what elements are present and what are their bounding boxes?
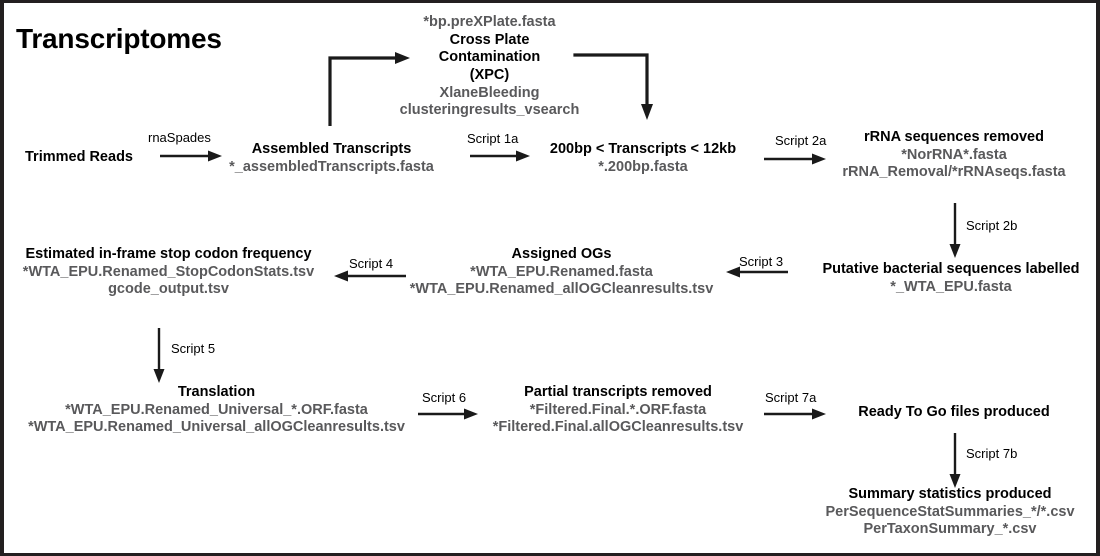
arrow-assembled-to-size-filter bbox=[470, 149, 530, 163]
arrow-partial-to-readytogo bbox=[764, 407, 826, 421]
node-file-2: *WTA_EPU.Renamed_allOGCleanresults.tsv bbox=[409, 281, 714, 298]
node-file-2: rRNA_Removal/*rRNAseqs.fasta bbox=[842, 164, 1066, 181]
arrow-xpc-to-size-filter bbox=[572, 48, 658, 120]
node-title: rRNA sequences removed bbox=[864, 129, 1044, 145]
node-partial-removed: Partial transcripts removed *Filtered.Fi… bbox=[469, 384, 767, 437]
node-title: Partial transcripts removed bbox=[524, 384, 712, 400]
node-file-above: *bp.preXPlate.fasta bbox=[423, 14, 556, 30]
arrow-label-script-3: Script 3 bbox=[739, 254, 784, 269]
node-file-1: PerSequenceStatSummaries_*/*.csv bbox=[825, 503, 1075, 520]
node-title: 200bp < Transcripts < 12kb bbox=[549, 141, 737, 157]
diagram-frame: Transcriptomes Trimmed Reads rnaSpades A… bbox=[4, 3, 1096, 553]
node-title-line-1: Cross Plate bbox=[449, 31, 530, 48]
node-title: Putative bacterial sequences labelled bbox=[822, 261, 1080, 277]
node-file-2: gcode_output.tsv bbox=[108, 281, 229, 298]
node-file-1: *WTA_EPU.Renamed_StopCodonStats.tsv bbox=[22, 263, 315, 280]
node-title: Estimated in-frame stop codon frequency bbox=[25, 246, 312, 262]
arrow-trimmed-to-assembled bbox=[160, 149, 222, 163]
arrow-bacterial-to-ogs bbox=[726, 265, 788, 279]
node-summary-statistics: Summary statistics produced PerSequenceS… bbox=[814, 486, 1086, 539]
arrow-readytogo-to-summary bbox=[948, 433, 962, 488]
arrow-assembled-to-xpc bbox=[324, 51, 410, 126]
node-title: Assembled Transcripts bbox=[251, 141, 412, 157]
node-cross-plate-contamination: *bp.preXPlate.fasta Cross Plate Contamin… bbox=[392, 14, 587, 120]
arrow-label-script-5: Script 5 bbox=[171, 341, 216, 356]
node-file-2: *WTA_EPU.Renamed_Universal_allOGCleanres… bbox=[28, 419, 405, 436]
node-file: *_assembledTranscripts.fasta bbox=[229, 158, 434, 175]
node-translation: Translation *WTA_EPU.Renamed_Universal_*… bbox=[4, 384, 429, 437]
node-assembled-transcripts: Assembled Transcripts *_assembledTranscr… bbox=[209, 141, 454, 176]
node-assigned-ogs: Assigned OGs *WTA_EPU.Renamed.fasta *WTA… bbox=[399, 246, 724, 299]
page-title: Transcriptomes bbox=[16, 23, 222, 54]
arrow-ogs-to-stopcodon bbox=[334, 269, 406, 283]
node-file-2: clusteringresults_vsearch bbox=[399, 102, 580, 119]
node-file-1: *NorRNA*.fasta bbox=[901, 146, 1007, 163]
arrow-size-filter-to-rrna bbox=[764, 152, 826, 166]
node-file: *.200bp.fasta bbox=[598, 158, 688, 175]
node-size-filtered-transcripts: 200bp < Transcripts < 12kb *.200bp.fasta bbox=[528, 141, 758, 176]
node-trimmed-reads: Trimmed Reads bbox=[4, 149, 154, 167]
node-file-1: XlaneBleeding bbox=[439, 84, 540, 101]
arrow-label-rnaspades: rnaSpades bbox=[148, 130, 211, 145]
arrow-translation-to-partial bbox=[418, 407, 478, 421]
node-file-1: *WTA_EPU.Renamed_Universal_*.ORF.fasta bbox=[65, 401, 368, 418]
node-file: *_WTA_EPU.fasta bbox=[890, 278, 1012, 295]
node-title: Trimmed Reads bbox=[25, 149, 133, 165]
node-file-1: *Filtered.Final.*.ORF.fasta bbox=[529, 401, 707, 418]
arrow-label-script-6: Script 6 bbox=[422, 390, 467, 405]
node-ready-to-go: Ready To Go files produced bbox=[829, 404, 1079, 422]
node-stop-codon-frequency: Estimated in-frame stop codon frequency … bbox=[6, 246, 331, 299]
arrow-label-script-2a: Script 2a bbox=[775, 133, 827, 148]
node-title: Translation bbox=[177, 384, 256, 400]
node-title-line-2: Contamination bbox=[438, 49, 541, 66]
arrow-label-script-1a: Script 1a bbox=[467, 131, 519, 146]
arrow-rrna-to-bacterial bbox=[948, 203, 962, 258]
node-bacterial-labelled: Putative bacterial sequences labelled *_… bbox=[804, 261, 1096, 296]
node-title: Assigned OGs bbox=[511, 246, 612, 262]
node-title-line-3: (XPC) bbox=[469, 67, 510, 84]
arrow-label-script-7a: Script 7a bbox=[765, 390, 817, 405]
arrow-stopcodon-to-translation bbox=[152, 328, 166, 383]
node-file-1: *WTA_EPU.Renamed.fasta bbox=[470, 263, 653, 280]
node-file-2: PerTaxonSummary_*.csv bbox=[863, 521, 1037, 538]
node-rrna-removed: rRNA sequences removed *NorRNA*.fasta rR… bbox=[824, 129, 1084, 182]
arrow-label-script-2b: Script 2b bbox=[966, 218, 1018, 233]
arrow-label-script-4: Script 4 bbox=[349, 256, 394, 271]
node-title: Ready To Go files produced bbox=[858, 404, 1050, 420]
arrow-label-script-7b: Script 7b bbox=[966, 446, 1018, 461]
node-title: Summary statistics produced bbox=[848, 486, 1052, 502]
node-file-2: *Filtered.Final.allOGCleanresults.tsv bbox=[492, 419, 744, 436]
